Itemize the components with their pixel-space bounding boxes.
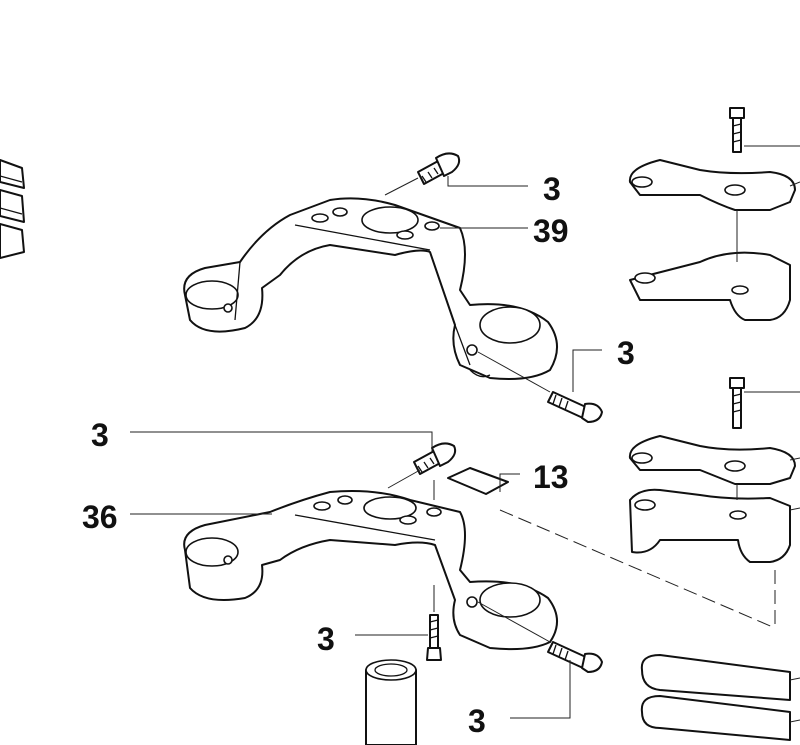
stem-bolt <box>426 614 442 661</box>
callout-lower-pinch-bolt: 3 <box>468 703 486 739</box>
lower-pinch-bolt <box>547 641 603 673</box>
callout-lower-bolt: 3 <box>91 417 109 453</box>
callout-upper-pinch-bolt: 3 <box>617 335 635 371</box>
left-edge-partial-part <box>0 159 25 259</box>
leader-lines <box>130 145 800 723</box>
lower-bolt <box>413 442 457 475</box>
callout-lower-yoke: 36 <box>82 499 118 535</box>
callout-upper-bolt: 3 <box>543 171 561 207</box>
upper-bolt <box>417 152 461 185</box>
callout-upper-yoke: 39 <box>533 213 569 249</box>
lower-handlebar-clamp-set <box>628 377 796 563</box>
shim-plate <box>447 467 509 495</box>
callout-shim: 13 <box>533 459 569 495</box>
upper-pinch-bolt <box>547 391 603 423</box>
callout-stem-bolt: 3 <box>317 621 335 657</box>
upper-handlebar-clamp-set <box>628 107 796 321</box>
steering-stem-tube <box>365 659 417 745</box>
lower-yoke <box>183 490 558 651</box>
upper-yoke <box>183 197 558 380</box>
handlebar-half-shells <box>640 654 791 741</box>
